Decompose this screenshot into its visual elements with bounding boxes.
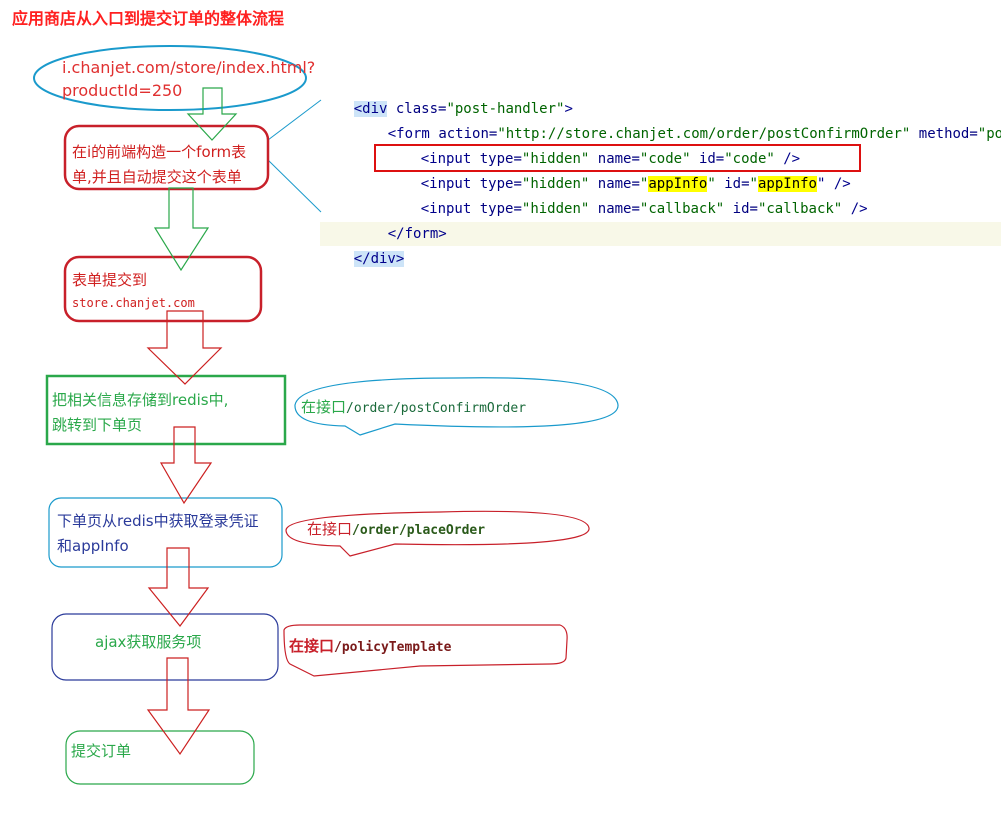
code-attr: class= (395, 101, 447, 117)
connector-line-bottom (267, 159, 322, 213)
step5-box (51, 613, 279, 681)
callout-2-path: /order/placeOrder (352, 523, 486, 538)
code-value: "code" (639, 151, 691, 167)
step1-line1: 在i的前端构造一个form表 (72, 143, 247, 161)
code-line-6: </form> (354, 198, 447, 242)
step4-line2: 和appInfo (57, 537, 129, 555)
step3-line1: 把相关信息存储到redis中, (52, 391, 229, 409)
callout-3-text: 在接口/policyTemplate (289, 635, 451, 659)
code-attr: type= (479, 151, 522, 167)
step1-line2: 单,并且自动提交这个表单 (72, 168, 242, 186)
connector-line-top (267, 99, 322, 141)
step3-line2: 跳转到下单页 (52, 416, 143, 434)
arrow-entry-to-step1 (186, 87, 238, 141)
arrow-step5-to-step6 (146, 657, 211, 756)
code-value: "post-handler" (446, 101, 565, 117)
code-value: "http://store.chanjet.com/order/postConf… (497, 126, 911, 142)
code-quote: " (639, 176, 649, 192)
arrow-step4-to-step5 (147, 547, 210, 627)
code-input-open: <input (420, 151, 472, 167)
code-line-3: <input type="hidden" name="code" id="cod… (387, 123, 800, 167)
code-attr: name= (597, 151, 640, 167)
code-line-5: <input type="hidden" name="callback" id=… (387, 173, 868, 217)
arrow-step1-to-step2 (153, 187, 210, 272)
code-line-1: <div class="post-handler"> (320, 73, 573, 117)
callout-1-path: /order/postConfirmOrder (346, 401, 527, 416)
callout-3-shape (283, 624, 568, 677)
code-value: "hidden" (521, 176, 590, 192)
code-attr: type= (479, 176, 522, 192)
code-quote: " (707, 176, 716, 192)
callout-1-prefix: 在接口 (301, 398, 347, 416)
code-input-open: <input (420, 201, 472, 217)
code-div-open: <div (353, 101, 388, 117)
code-close: > (564, 101, 573, 117)
code-input-open: <input (420, 176, 472, 192)
code-attr: id= (724, 176, 750, 192)
code-attr: id= (698, 151, 725, 167)
arrow-step3-to-step4 (159, 426, 213, 505)
step2-line1: 表单提交到 (72, 271, 148, 289)
code-close: /> (850, 201, 868, 217)
callout-2-text: 在接口/order/placeOrder (307, 518, 485, 542)
code-value: "po (977, 126, 1001, 142)
code-attr: type= (479, 201, 522, 217)
code-line-2: <form action="http://store.chanjet.com/o… (354, 98, 1001, 142)
code-form-open: <form (387, 126, 430, 142)
code-value: "hidden" (521, 151, 590, 167)
callout-2-prefix: 在接口 (307, 520, 353, 538)
code-appinfo-highlight-2: appInfo (757, 176, 817, 192)
step4-line1: 下单页从redis中获取登录凭证 (57, 512, 259, 530)
entry-line2: productId=250 (62, 81, 183, 100)
code-appinfo-highlight-1: appInfo (648, 176, 708, 192)
callout-3-prefix: 在接口 (289, 637, 335, 655)
code-close: /> (783, 151, 801, 167)
appinfo-line-highlight-box (374, 144, 861, 172)
code-close: " /> (817, 176, 851, 192)
step2-box (63, 255, 263, 323)
step4-box (48, 497, 283, 568)
callout-3-path: /policyTemplate (334, 640, 452, 655)
code-value: "callback" (757, 201, 843, 217)
code-attr: id= (732, 201, 758, 217)
code-attr: action= (438, 126, 498, 142)
code-current-line-highlight (320, 222, 1001, 246)
diagram-title: 应用商店从入口到提交订单的整体流程 (12, 9, 285, 28)
step6-box (65, 730, 255, 785)
code-value: "code" (724, 151, 775, 167)
code-block-background (320, 73, 1001, 248)
code-attr: name= (597, 201, 640, 217)
callout-1-text: 在接口/order/postConfirmOrder (301, 396, 526, 420)
callout-1-shape (294, 377, 619, 436)
entry-ellipse (33, 45, 307, 111)
entry-line1: i.chanjet.com/store/index.html? (62, 58, 316, 77)
step3-box (45, 374, 287, 446)
callout-2-shape (285, 510, 590, 557)
arrow-step2-to-step3 (146, 310, 223, 385)
step2-line2: store.chanjet.com (72, 296, 195, 310)
code-value: "callback" (639, 201, 725, 217)
code-line-4: <input type="hidden" name="appInfo" id="… (387, 148, 851, 192)
code-block: <div class="post-handler"> <form action=… (320, 73, 1001, 267)
step1-box (63, 124, 270, 191)
code-attr: method= (918, 126, 978, 142)
code-quote: " (749, 176, 758, 192)
step5-line1: ajax获取服务项 (95, 633, 202, 651)
code-line-7: </div> (320, 223, 405, 267)
code-div-close: </div> (353, 251, 405, 267)
code-attr: name= (597, 176, 640, 192)
code-form-close: </form> (387, 226, 447, 242)
step6-line1: 提交订单 (71, 742, 132, 760)
code-value: "hidden" (521, 201, 590, 217)
